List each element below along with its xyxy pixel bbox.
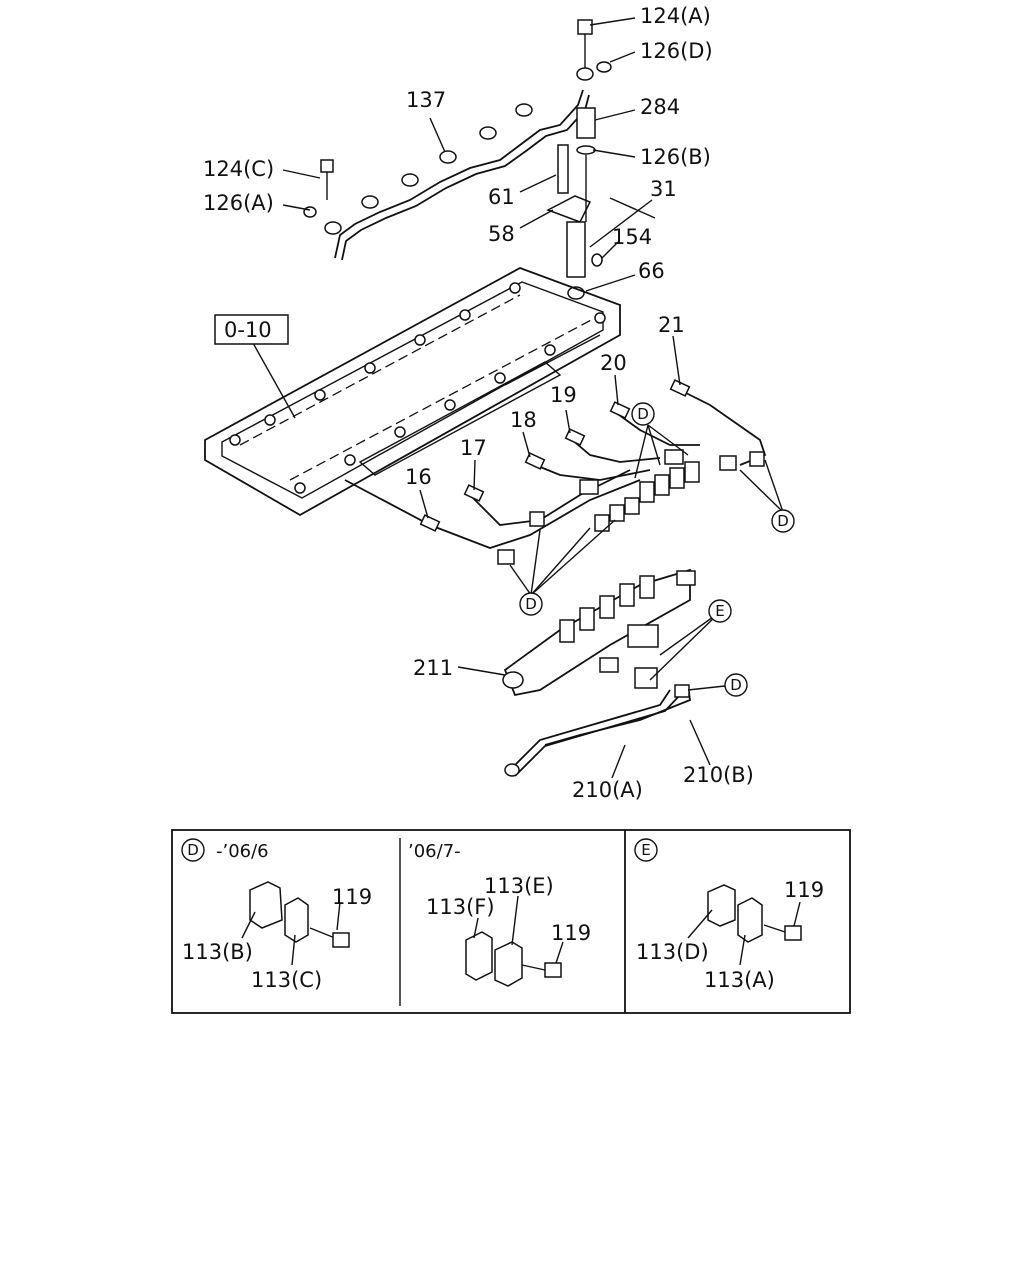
label-61: 61 <box>488 185 515 209</box>
detail-panel-e: E 113(D) 113(A) 119 <box>634 838 824 992</box>
panel1-note: -’06/6 <box>216 841 269 862</box>
label-126b: 126(B) <box>640 145 711 169</box>
panel1-part-113c: 113(C) <box>251 968 322 992</box>
detail-panel-late: ’06/7- 113(F) 113(E) 119 <box>408 841 591 987</box>
label-284: 284 <box>640 95 680 119</box>
label-21: 21 <box>658 313 685 337</box>
svg-text:E: E <box>715 602 724 620</box>
callout-d-right: D <box>771 509 795 533</box>
panel2-part-113e: 113(E) <box>484 874 554 898</box>
panel3-letter: E <box>641 841 650 859</box>
label-18: 18 <box>510 408 537 432</box>
svg-text:D: D <box>730 676 742 694</box>
common-rail-assembly <box>502 568 696 777</box>
label-19: 19 <box>550 383 577 407</box>
label-126d: 126(D) <box>640 39 713 63</box>
leader-lines <box>252 17 784 779</box>
label-31: 31 <box>650 177 677 201</box>
label-58: 58 <box>488 222 515 246</box>
panel1-letter: D <box>187 841 199 859</box>
detail-panel-d-early: D -’06/6 113(B) 113(C) 119 <box>181 838 372 992</box>
svg-text:D: D <box>525 595 537 613</box>
label-17: 17 <box>460 436 487 460</box>
part-labels: 124(A) 126(D) 284 126(B) 137 124(C) 126(… <box>203 4 754 802</box>
label-137: 137 <box>406 88 446 112</box>
panel2-part-113f: 113(F) <box>426 895 495 919</box>
label-210b: 210(B) <box>683 763 754 787</box>
callout-e: E <box>708 599 732 623</box>
panel3-part-113a: 113(A) <box>704 968 775 992</box>
svg-text:D: D <box>637 405 649 423</box>
label-211: 211 <box>413 656 453 680</box>
label-124a: 124(A) <box>640 4 711 28</box>
panel3-part-119: 119 <box>784 878 824 902</box>
callout-d-upper: D <box>631 402 655 426</box>
panel1-part-113b: 113(B) <box>182 940 253 964</box>
panel3-part-113d: 113(D) <box>636 940 709 964</box>
label-66: 66 <box>638 259 665 283</box>
injection-pipes <box>344 379 767 565</box>
cylinder-head-gasket-frame <box>204 267 621 517</box>
svg-text:D: D <box>777 512 789 530</box>
callout-markers: D D D E D <box>519 402 795 697</box>
panel1-part-119: 119 <box>332 885 372 909</box>
callout-d-rail: D <box>724 673 748 697</box>
label-210a: 210(A) <box>572 778 643 802</box>
panel2-note: ’06/7- <box>408 841 461 862</box>
label-124c: 124(C) <box>203 157 274 181</box>
label-20: 20 <box>600 351 627 375</box>
injector-rail-assembly <box>303 19 656 300</box>
label-126a: 126(A) <box>203 191 274 215</box>
label-16: 16 <box>405 465 432 489</box>
label-154: 154 <box>612 225 652 249</box>
detail-panel-box: D -’06/6 113(B) 113(C) 119 ’06/7- 113(F)… <box>171 829 851 1014</box>
callout-d-lower: D <box>519 592 543 616</box>
reference-box-0-10: 0-10 <box>214 314 289 345</box>
label-0-10: 0-10 <box>224 318 272 342</box>
panel2-part-119: 119 <box>551 921 591 945</box>
